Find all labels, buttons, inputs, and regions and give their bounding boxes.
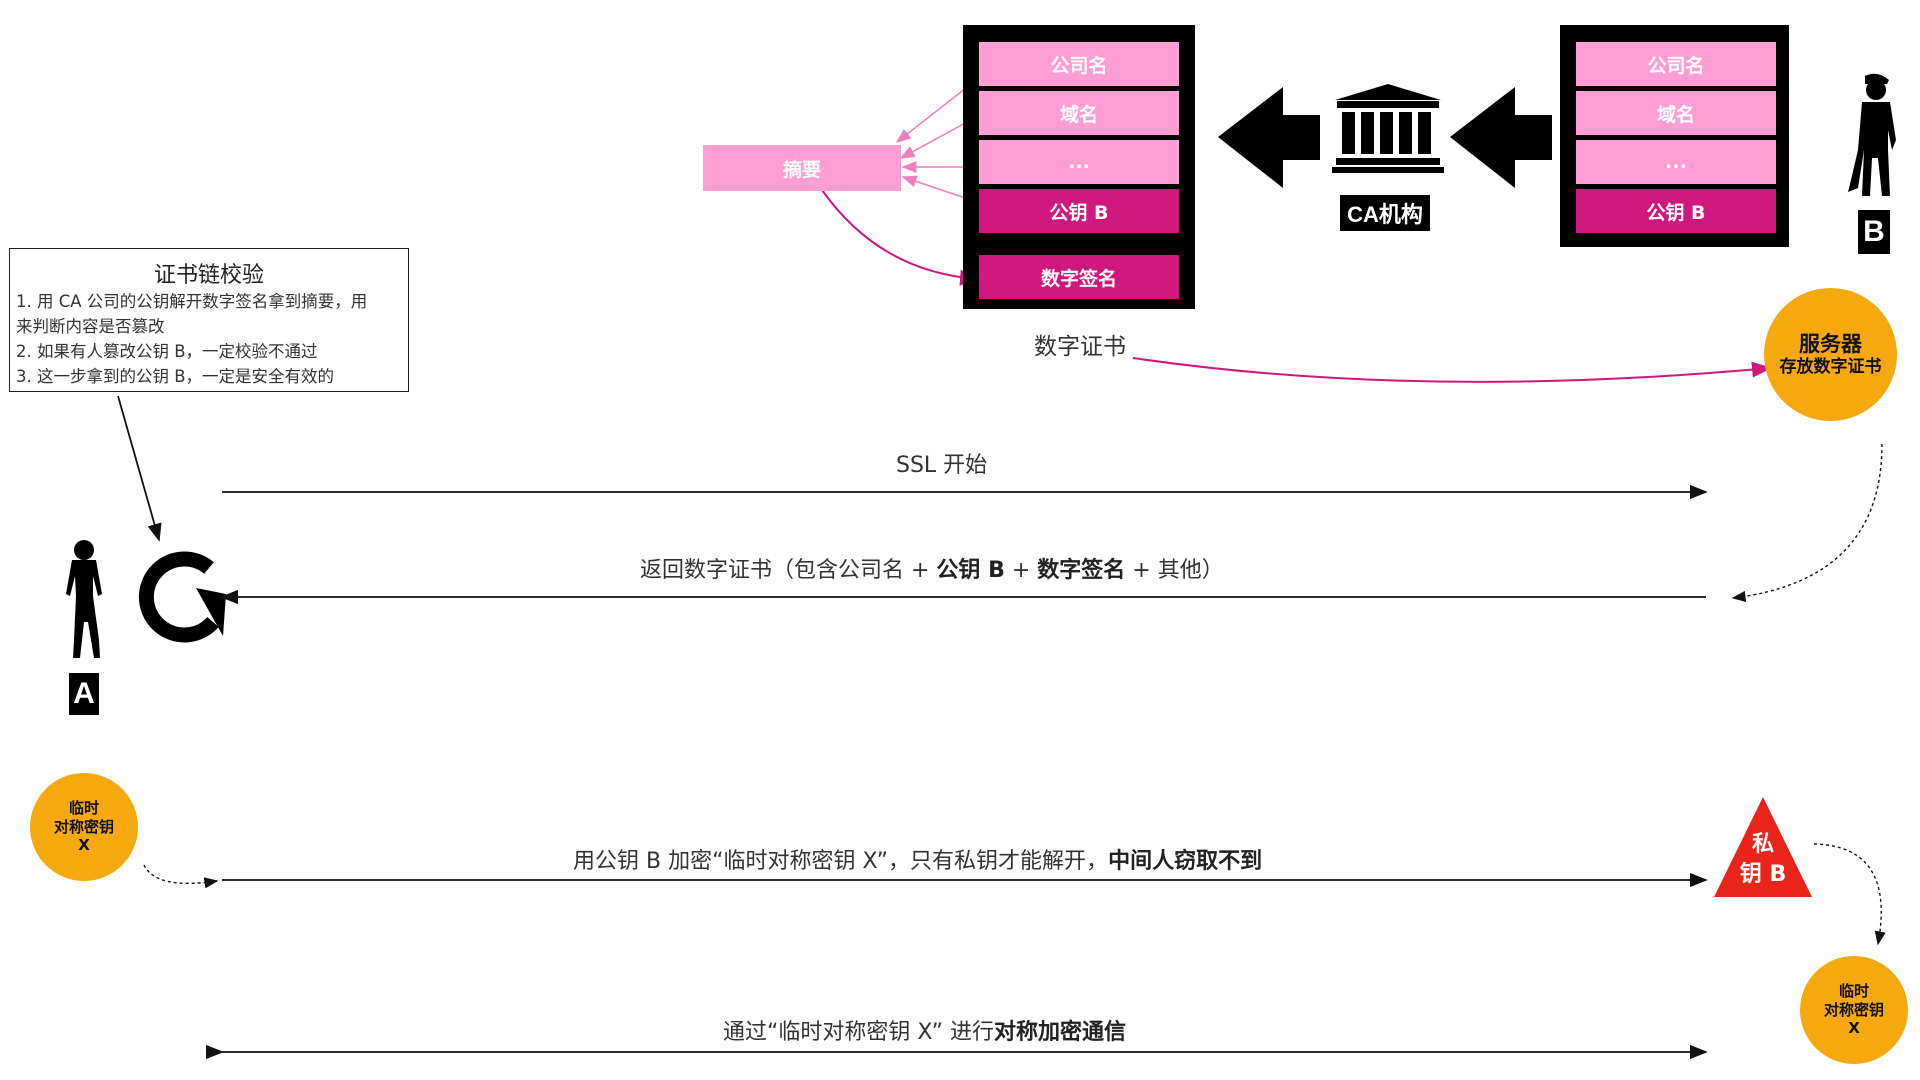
digest-box: 摘要 xyxy=(703,145,901,191)
cert-left-ellipsis-row: ... xyxy=(979,140,1179,184)
cert-right-company-row: 公司名 xyxy=(1576,42,1776,86)
refresh-icon xyxy=(138,551,226,643)
cert-to-server-arrow xyxy=(1132,357,1772,383)
cert-chain-note: 证书链校验 1. 用 CA 公司的公钥解开数字签名拿到摘要，用 来判断内容是否篡… xyxy=(9,248,409,392)
ca-label: CA机构 xyxy=(1340,195,1430,231)
server-sublabel: 存放数字证书 xyxy=(1779,357,1882,377)
encrypt-text-1: 用公钥 B 加密“临时对称密钥 X”，只有私钥才能解开， xyxy=(573,849,1109,874)
cert-left-company-row: 公司名 xyxy=(979,42,1179,86)
temp-key-right-circle: 临时 对称密钥 X xyxy=(1800,956,1908,1064)
return-cert-text-2: + xyxy=(1004,558,1038,583)
private-key-line2: 钥 B xyxy=(1739,862,1787,887)
temp-key-left-line2: 对称密钥 xyxy=(53,817,114,836)
communicate-text-bold: 对称加密通信 xyxy=(993,1020,1126,1045)
temp-key-to-encrypt-dotted-arrow xyxy=(143,864,219,889)
encrypt-text-bold: 中间人窃取不到 xyxy=(1108,849,1263,874)
return-cert-text-1: 返回数字证书（包含公司名 + xyxy=(640,558,937,583)
communicate-text-1: 通过“临时对称密钥 X” 进行 xyxy=(723,1020,994,1045)
symmetric-comm-label: 通过“临时对称密钥 X” 进行对称加密通信 xyxy=(723,1014,1126,1046)
actor-b-label: B xyxy=(1858,210,1890,254)
cert-right-public-key-row: 公钥 B xyxy=(1576,189,1776,233)
temp-key-left-line3: X xyxy=(78,836,90,855)
bank-icon xyxy=(1332,84,1444,173)
note-line-4: 3. 这一步拿到的公钥 B，一定是安全有效的 xyxy=(16,367,335,386)
return-cert-label: 返回数字证书（包含公司名 + 公钥 B + 数字签名 + 其他） xyxy=(640,552,1224,584)
cert-left-signature-row: 数字签名 xyxy=(979,255,1179,299)
return-cert-signature: 数字签名 xyxy=(1037,558,1126,583)
digital-certificate-left: 公司名 域名 ... 公钥 B 数字签名 xyxy=(963,25,1195,309)
cert-right-ellipsis-row: ... xyxy=(1576,140,1776,184)
temp-key-left-line1: 临时 xyxy=(68,798,99,817)
temp-key-right-line2: 对称密钥 xyxy=(1823,1000,1884,1019)
server-label: 服务器 xyxy=(1799,331,1862,356)
digest-to-signature-arrow xyxy=(821,189,980,286)
server-to-return-dotted-arrow xyxy=(1731,443,1883,603)
ca-to-cert-arrow-icon xyxy=(1218,87,1320,188)
return-cert-public-key: 公钥 B xyxy=(936,558,1005,583)
encrypt-key-label: 用公钥 B 加密“临时对称密钥 X”，只有私钥才能解开，中间人窃取不到 xyxy=(573,843,1262,875)
return-cert-text-3: + 其他） xyxy=(1125,558,1224,583)
private-key-line1: 私 xyxy=(1751,832,1774,857)
note-line-3: 2. 如果有人篡改公钥 B，一定校验不通过 xyxy=(16,342,318,361)
temp-key-right-line3: X xyxy=(1848,1019,1860,1038)
cert-left-domain-row: 域名 xyxy=(979,91,1179,135)
actor-a-label: A xyxy=(69,673,99,715)
temp-key-left-circle: 临时 对称密钥 X xyxy=(30,773,138,881)
digital-certificate-caption: 数字证书 xyxy=(1034,334,1126,360)
cert-right-domain-row: 域名 xyxy=(1576,91,1776,135)
person-b-icon xyxy=(1848,73,1896,196)
cert-left-public-key-row: 公钥 B xyxy=(979,189,1179,233)
person-a-icon xyxy=(66,540,102,658)
note-line-1: 1. 用 CA 公司的公钥解开数字签名拿到摘要，用 xyxy=(16,292,368,311)
server-circle: 服务器 存放数字证书 xyxy=(1764,288,1897,421)
note-line-2: 来判断内容是否篡改 xyxy=(16,317,165,336)
ssl-start-label: SSL 开始 xyxy=(896,453,988,478)
note-title: 证书链校验 xyxy=(153,263,264,288)
temp-key-right-line1: 临时 xyxy=(1838,981,1869,1000)
private-key-label: 私 钥 B xyxy=(1723,830,1803,890)
private-key-to-temp-key-dotted-arrow xyxy=(1813,843,1886,946)
cert-to-ca-arrow-icon xyxy=(1450,87,1552,188)
digital-certificate-right: 公司名 域名 ... 公钥 B xyxy=(1560,25,1789,247)
note-pointer-arrow xyxy=(117,395,162,542)
private-key-triangle-icon xyxy=(1714,797,1812,897)
